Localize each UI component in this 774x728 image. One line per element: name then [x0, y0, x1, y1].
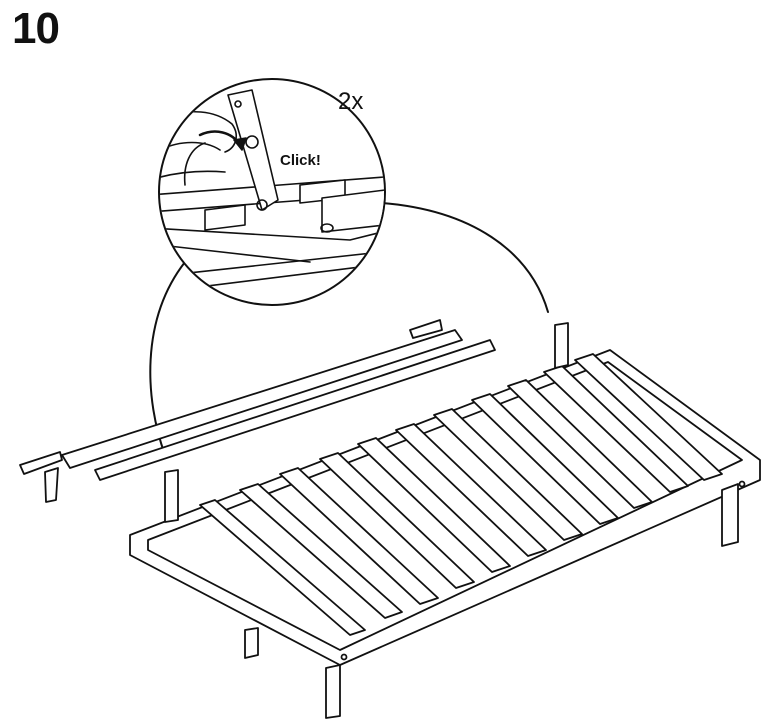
rotate-arrow-icon — [198, 130, 247, 151]
click-sound-label: Click! — [280, 152, 321, 169]
step-number: 10 — [12, 4, 60, 53]
callout-leader-right — [381, 202, 549, 313]
detail-magnifier-circle — [158, 78, 386, 306]
slats — [199, 353, 723, 636]
repeat-count: 2x — [338, 88, 364, 115]
bed-frame-illustration — [19, 319, 761, 719]
